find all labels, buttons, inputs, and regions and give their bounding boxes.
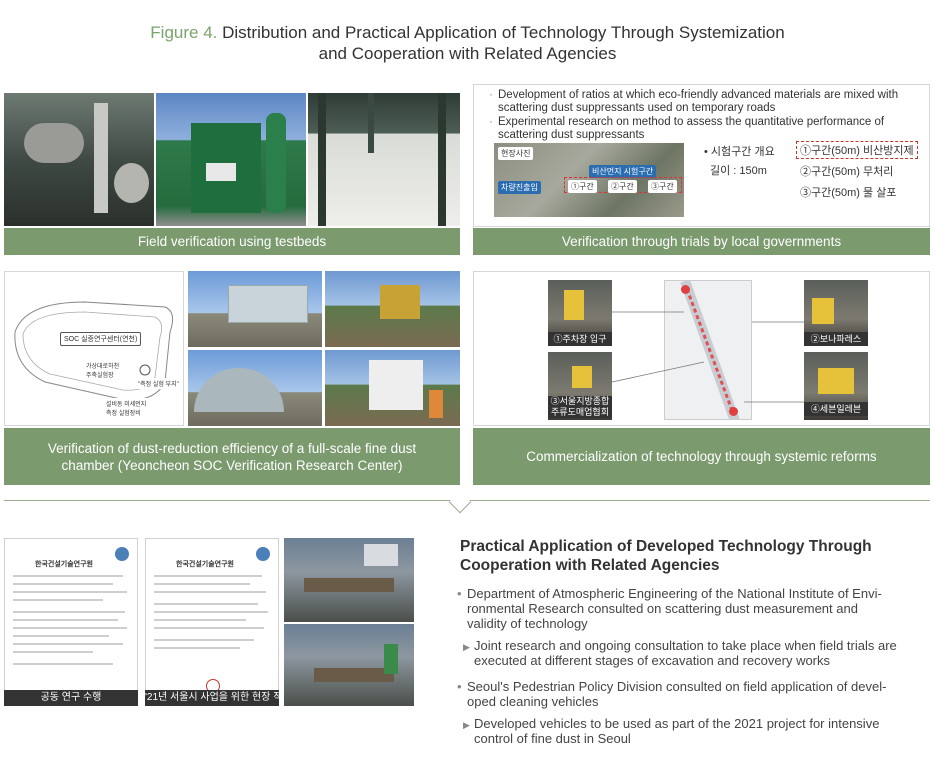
testbed-photo-1	[4, 93, 154, 226]
seoul-project-document: 한국건설기술연구원	[145, 538, 279, 706]
bullet-2-line2: oped cleaning vehicles	[467, 694, 599, 709]
section-1-desc: ①구간(50m) 비산방지제	[796, 141, 918, 159]
bullet-1-line2: ronmental Research consulted on scatteri…	[467, 601, 858, 616]
map-pin-end-icon	[729, 407, 738, 416]
bullet-1-line1: Department of Atmospheric Engineering of…	[467, 586, 882, 601]
route-map	[664, 280, 752, 420]
local-gov-panel: Development of ratios at which eco-frien…	[473, 84, 930, 227]
bullet-2-sub-line2: control of fine dust in Seoul	[474, 731, 631, 746]
figure-title-line2: and Cooperation with Related Agencies	[318, 44, 617, 63]
chamber-photo-1	[188, 271, 322, 347]
chamber-photo-4	[325, 350, 460, 426]
chamber-map-panel: SOC 실증연구센터(연천) 가상대로하천 주축실험장 "측정 실험 부지" 설…	[4, 271, 184, 426]
bullet-1-sub: ▶ Joint research and ongoing consultatio…	[463, 638, 924, 668]
bullet-2-sub-line1: Developed vehicles to be used as part of…	[474, 716, 880, 731]
local-gov-bullet-1: Development of ratios at which eco-frien…	[488, 89, 918, 114]
meeting-photo-2	[284, 624, 414, 706]
testbed-photo-2	[156, 93, 306, 226]
street-thumb-3-caption: ③서울지방종합 주류도매업협회	[548, 396, 612, 418]
reforms-panel: ①주차장 입구 ③서울지방종합 주류도매업협회 ②보나파레스 ④세븐일레븐	[473, 271, 930, 426]
test-section-label: 비산먼지 시험구간	[589, 165, 657, 178]
doc2-header: 한국건설기술연구원	[176, 561, 234, 568]
chamber-caption-line2: chamber (Yeoncheon SOC Verification Rese…	[61, 457, 403, 473]
doc2-caption: '21년 서울시 사업을 위한 현장 적용	[145, 690, 279, 706]
street-thumb-1-caption: ①주차장 입구	[548, 332, 612, 346]
doc1-header: 한국건설기술연구원	[35, 561, 93, 568]
bullet-1-line3: validity of technology	[467, 616, 588, 631]
bullet-1-dot-icon: •	[457, 586, 462, 601]
testbeds-caption: Field verification using testbeds	[4, 228, 460, 255]
soc-center-label: SOC 실증연구센터(연천)	[60, 332, 142, 346]
street-thumb-2-caption: ②보나파레스	[804, 332, 868, 346]
street-thumb-3-caption-line2: 주류도매업협회	[551, 407, 609, 417]
bullet-1-sub-arrow-icon: ▶	[463, 642, 470, 652]
map-note-3: 설비동 미세먼지 측정 실험장비	[103, 398, 150, 418]
bullet-2-line1: Seoul's Pedestrian Policy Division consu…	[467, 679, 887, 694]
reforms-caption: Commercialization of technology through …	[473, 428, 930, 485]
section-3-desc: ③구간(50m) 물 살포	[800, 187, 897, 199]
section-heading-line2: Cooperation with Related Agencies	[460, 557, 720, 574]
bullet-1: • Department of Atmospheric Engineering …	[457, 586, 917, 631]
bullet-1-sub-line1: Joint research and ongoing consultation …	[474, 638, 897, 653]
section-heading: Practical Application of Developed Techn…	[460, 537, 880, 575]
figure-label: Figure 4.	[150, 23, 218, 42]
street-thumb-4-caption: ④세븐일레븐	[804, 402, 868, 416]
test-length: 길이 : 150m	[710, 165, 767, 177]
local-gov-caption: Verification through trials by local gov…	[473, 228, 930, 255]
testbed-photo-3	[308, 93, 460, 226]
figure-title: Figure 4. Distribution and Practical App…	[0, 22, 935, 64]
map-note-1: 가상대로하천 주축실험장	[83, 360, 123, 380]
chamber-photo-3	[188, 350, 322, 426]
section-3-label: ③구간	[648, 180, 677, 193]
site-map-drawing	[14, 301, 174, 401]
test-overview: • 시험구간 개요	[704, 146, 775, 158]
chamber-photo-2	[325, 271, 460, 347]
local-gov-bullet-2: Experimental research on method to asses…	[488, 116, 918, 141]
map-note-2: "측정 실험 부지"	[135, 378, 182, 389]
street-thumb-3-caption-line1: ③서울지방종합	[550, 396, 610, 406]
meeting-photo-1	[284, 538, 414, 622]
bullet-2-dot-icon: •	[457, 679, 462, 694]
vehicle-entry-label: 차량진출입	[498, 181, 541, 194]
bullet-2-sub: ▶ Developed vehicles to be used as part …	[463, 716, 924, 746]
section-2-desc: ②구간(50m) 무처리	[800, 166, 894, 178]
joint-research-document: 한국건설기술연구원	[4, 538, 138, 706]
section-heading-line1: Practical Application of Developed Techn…	[460, 538, 872, 555]
local-gov-bullets: Development of ratios at which eco-frien…	[488, 89, 918, 143]
section-2-label: ②구간	[608, 180, 637, 193]
bullet-2: • Seoul's Pedestrian Policy Division con…	[457, 679, 917, 709]
aerial-test-photo: 현장사진 차량진출입 비산먼지 시험구간 ①구간 ②구간 ③구간	[494, 143, 684, 217]
chamber-caption: Verification of dust-reduction efficienc…	[4, 428, 460, 485]
figure-title-line1: Distribution and Practical Application o…	[222, 23, 785, 42]
map-pin-start-icon	[681, 285, 690, 294]
divider-chevron-icon	[448, 490, 472, 514]
doc1-caption: 공동 연구 수행	[4, 690, 138, 706]
site-photo-label: 현장사진	[498, 147, 534, 160]
bullet-1-sub-line2: executed at different stages of excavati…	[474, 653, 831, 668]
section-1-label: ①구간	[568, 180, 597, 193]
chamber-caption-line1: Verification of dust-reduction efficienc…	[47, 440, 417, 456]
bullet-2-sub-arrow-icon: ▶	[463, 720, 470, 730]
